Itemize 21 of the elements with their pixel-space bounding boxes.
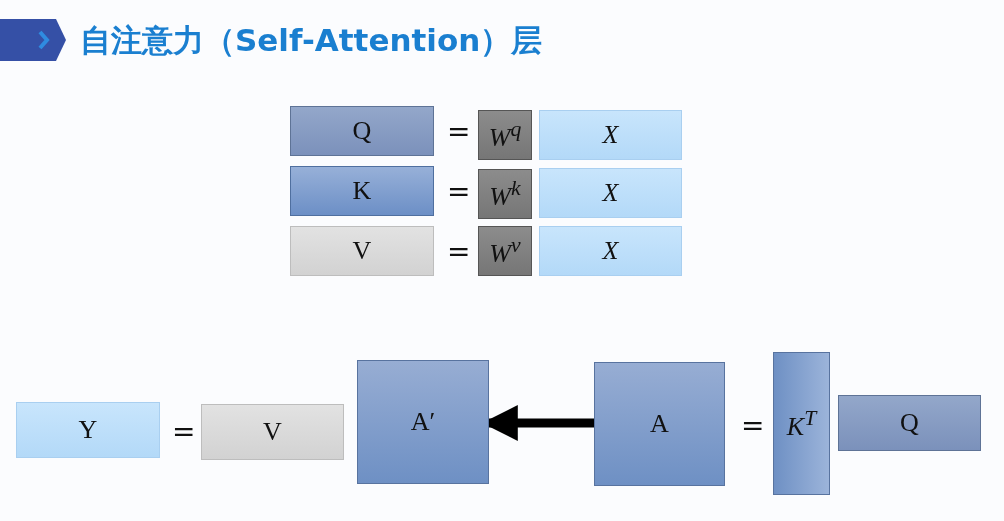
matrix-box: A′ <box>357 360 489 484</box>
matrix-box: W$^{k}$ <box>478 169 532 219</box>
equals-sign: = <box>447 178 471 206</box>
matrix-box: X <box>539 168 682 218</box>
equals-sign: = <box>741 412 765 440</box>
matrix-box: Q <box>838 395 981 451</box>
matrix-box: K$^{T}$ <box>773 352 830 495</box>
matrix-box: K <box>290 166 434 216</box>
equals-sign: = <box>447 238 471 266</box>
matrix-box: W$^{v}$ <box>478 226 532 276</box>
equals-sign: = <box>447 118 471 146</box>
matrix-box: V <box>201 404 344 460</box>
matrix-box: Q <box>290 106 434 156</box>
equals-sign: = <box>172 418 196 446</box>
matrix-box: X <box>539 226 682 276</box>
matrix-box: W$^{q}$ <box>478 110 532 160</box>
matrix-box: A <box>594 362 725 486</box>
matrix-box: V <box>290 226 434 276</box>
matrix-box: Y <box>16 402 160 458</box>
slide-title: 自注意力（Self-Attention）层 <box>80 21 543 60</box>
matrix-box: X <box>539 110 682 160</box>
